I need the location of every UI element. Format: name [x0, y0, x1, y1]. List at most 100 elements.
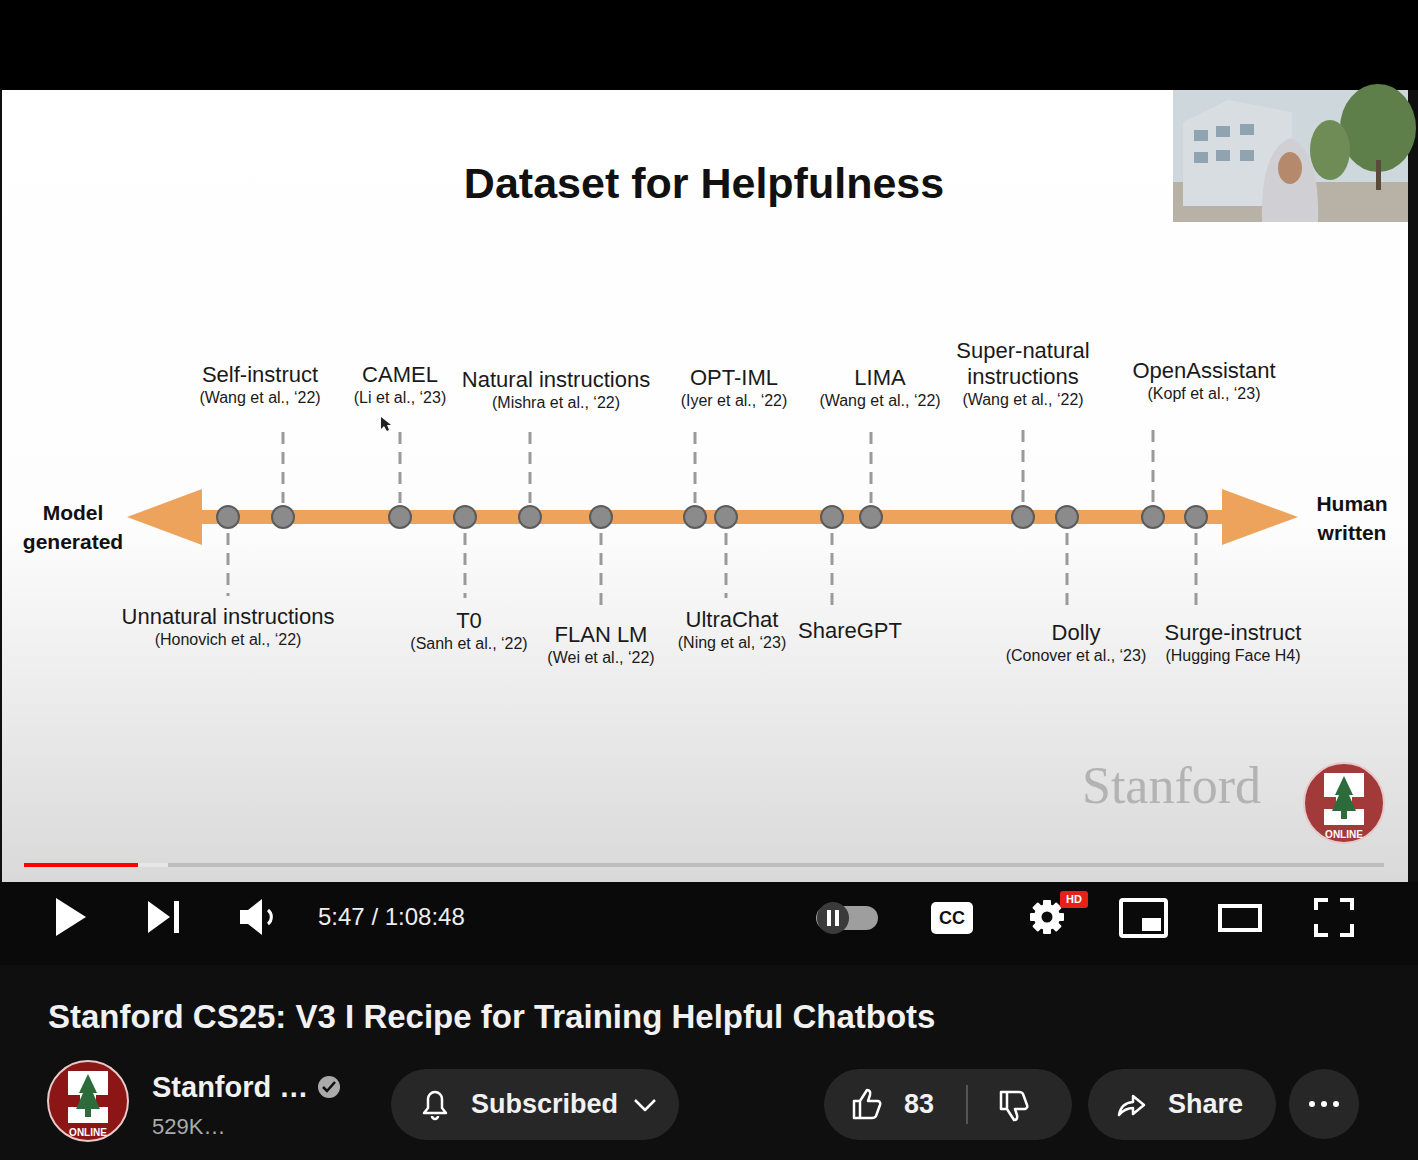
miniplayer-button [1121, 900, 1166, 936]
timeline-dot [714, 505, 738, 529]
autoplay-toggle [835, 910, 839, 926]
play-button [56, 898, 86, 936]
leader-line [694, 432, 697, 503]
timeline-item: Self-instruct(Wang et al., ‘22) [199, 362, 322, 529]
axis-end-label: Model generated [11, 498, 136, 556]
citation: (Kopf et al., ‘23) [1132, 384, 1277, 404]
settings-gear [1032, 902, 1062, 932]
webcam-feed [1194, 130, 1208, 141]
webcam-feed [1262, 138, 1318, 222]
dataset-name: OPT-IML [680, 365, 788, 391]
dataset-name: OpenAssistant [1132, 358, 1277, 384]
autoplay-toggle [827, 910, 831, 926]
dataset-label: UltraChat(Ning et al, ‘23) [677, 607, 787, 653]
channel-logo [76, 1074, 100, 1117]
webcam-feed [1173, 84, 1416, 222]
timeline-item: UltraChat(Ning et al, ‘23) [677, 505, 787, 653]
verified-badge [318, 1076, 340, 1098]
channel-logo [68, 1071, 108, 1123]
divider [966, 1085, 968, 1124]
leader-line [1152, 430, 1155, 503]
citation: (Conover et al., ‘23) [1005, 646, 1147, 666]
timeline-item: Dolly(Conover et al., ‘23) [1005, 505, 1147, 666]
webcam-feed [1216, 150, 1230, 161]
time-display: 5:47 / 1:08:48 [318, 903, 465, 931]
share-icon [1119, 1096, 1144, 1115]
dataset-name: Self-instruct [199, 362, 322, 388]
timeline-item: ShareGPT [798, 505, 903, 644]
leader-line [399, 432, 402, 503]
thumb-up-icon [854, 1090, 880, 1118]
miniplayer-button [1121, 900, 1166, 936]
more-button [1289, 1069, 1359, 1139]
play-button [56, 898, 86, 936]
volume-button [268, 910, 271, 924]
timeline-dot [1184, 505, 1208, 529]
spectrum-arrow [127, 489, 1298, 545]
slide-background [2, 90, 1408, 882]
controls-bar [0, 882, 1418, 965]
slide-background [2, 90, 1408, 882]
leader-line [1022, 430, 1025, 503]
autoplay-toggle [817, 902, 849, 934]
dataset-label: Natural instructions(Mishra et al., ‘22) [461, 367, 651, 413]
dataset-name: Super-natural instructions [938, 338, 1109, 390]
autoplay-toggle [816, 902, 878, 934]
citation: (Ning et al, ‘23) [677, 633, 787, 653]
leader-line [1195, 533, 1198, 610]
webcam-feed [1216, 126, 1230, 137]
bell-icon [424, 1092, 446, 1113]
progress-bar [24, 863, 138, 867]
citation: (Wang et al., ‘22) [819, 391, 942, 411]
dataset-name: T0 [410, 608, 529, 634]
timeline-item: Surge-instruct(Hugging Face H4) [1164, 505, 1302, 666]
dataset-name: Unnatural instructions [121, 604, 335, 630]
channel-name: Stanford … [152, 1071, 308, 1104]
citation: (Wang et al., ‘22) [199, 388, 322, 408]
leader-line [464, 533, 467, 598]
next-button [148, 901, 170, 933]
button-text: CC [939, 909, 965, 927]
more-button [1333, 1101, 1339, 1107]
theater-button [1220, 906, 1260, 930]
axis-end-label: Human written [1295, 489, 1410, 547]
dataset-label: OpenAssistant(Kopf et al., ‘23) [1132, 358, 1277, 404]
webcam-feed [1376, 160, 1381, 190]
leader-line [1066, 533, 1069, 610]
dataset-label: ShareGPT [798, 618, 903, 644]
dataset-label: Self-instruct(Wang et al., ‘22) [199, 362, 322, 408]
more-button [1289, 1069, 1359, 1139]
timeline-dot [683, 505, 707, 529]
progress-bar [24, 863, 1384, 867]
timeline-dot [1055, 505, 1079, 529]
more-button [1309, 1101, 1315, 1107]
dataset-label: LIMA(Wang et al., ‘22) [819, 365, 942, 411]
timeline-dot [388, 505, 412, 529]
citation: (Wang et al., ‘22) [938, 390, 1109, 410]
dataset-name: CAMEL [353, 362, 447, 388]
volume-button [240, 899, 262, 935]
timeline-item: FLAN LM(Wei et al., ‘22) [547, 505, 656, 668]
citation: (Wei et al., ‘22) [547, 648, 656, 668]
citation: (Hugging Face H4) [1164, 646, 1302, 666]
button-text: HD [1066, 894, 1082, 905]
leader-line [227, 533, 230, 596]
share-button: Share [1088, 1069, 1276, 1140]
timeline-dot [589, 505, 613, 529]
logo-text: ONLINE [69, 1127, 107, 1138]
webcam-feed [1278, 152, 1302, 184]
settings-gear [1030, 900, 1064, 934]
button-text: Subscribed [471, 1069, 618, 1140]
dataset-name: Surge-instruct [1164, 620, 1302, 646]
subscribe-button: Subscribed [391, 1069, 679, 1140]
verified-badge [318, 1076, 340, 1098]
volume-button [240, 899, 271, 935]
dataset-name: ShareGPT [798, 618, 903, 644]
chevron-icon [635, 1100, 655, 1110]
webcam-feed [1240, 150, 1254, 161]
dataset-label: OPT-IML(Iyer et al., ‘22) [680, 365, 788, 411]
video-title: Stanford CS25: V3 I Recipe for Training … [48, 998, 935, 1036]
timeline-dot [518, 505, 542, 529]
progress-bar [24, 863, 1384, 867]
hd-badge: HD [1060, 891, 1088, 908]
